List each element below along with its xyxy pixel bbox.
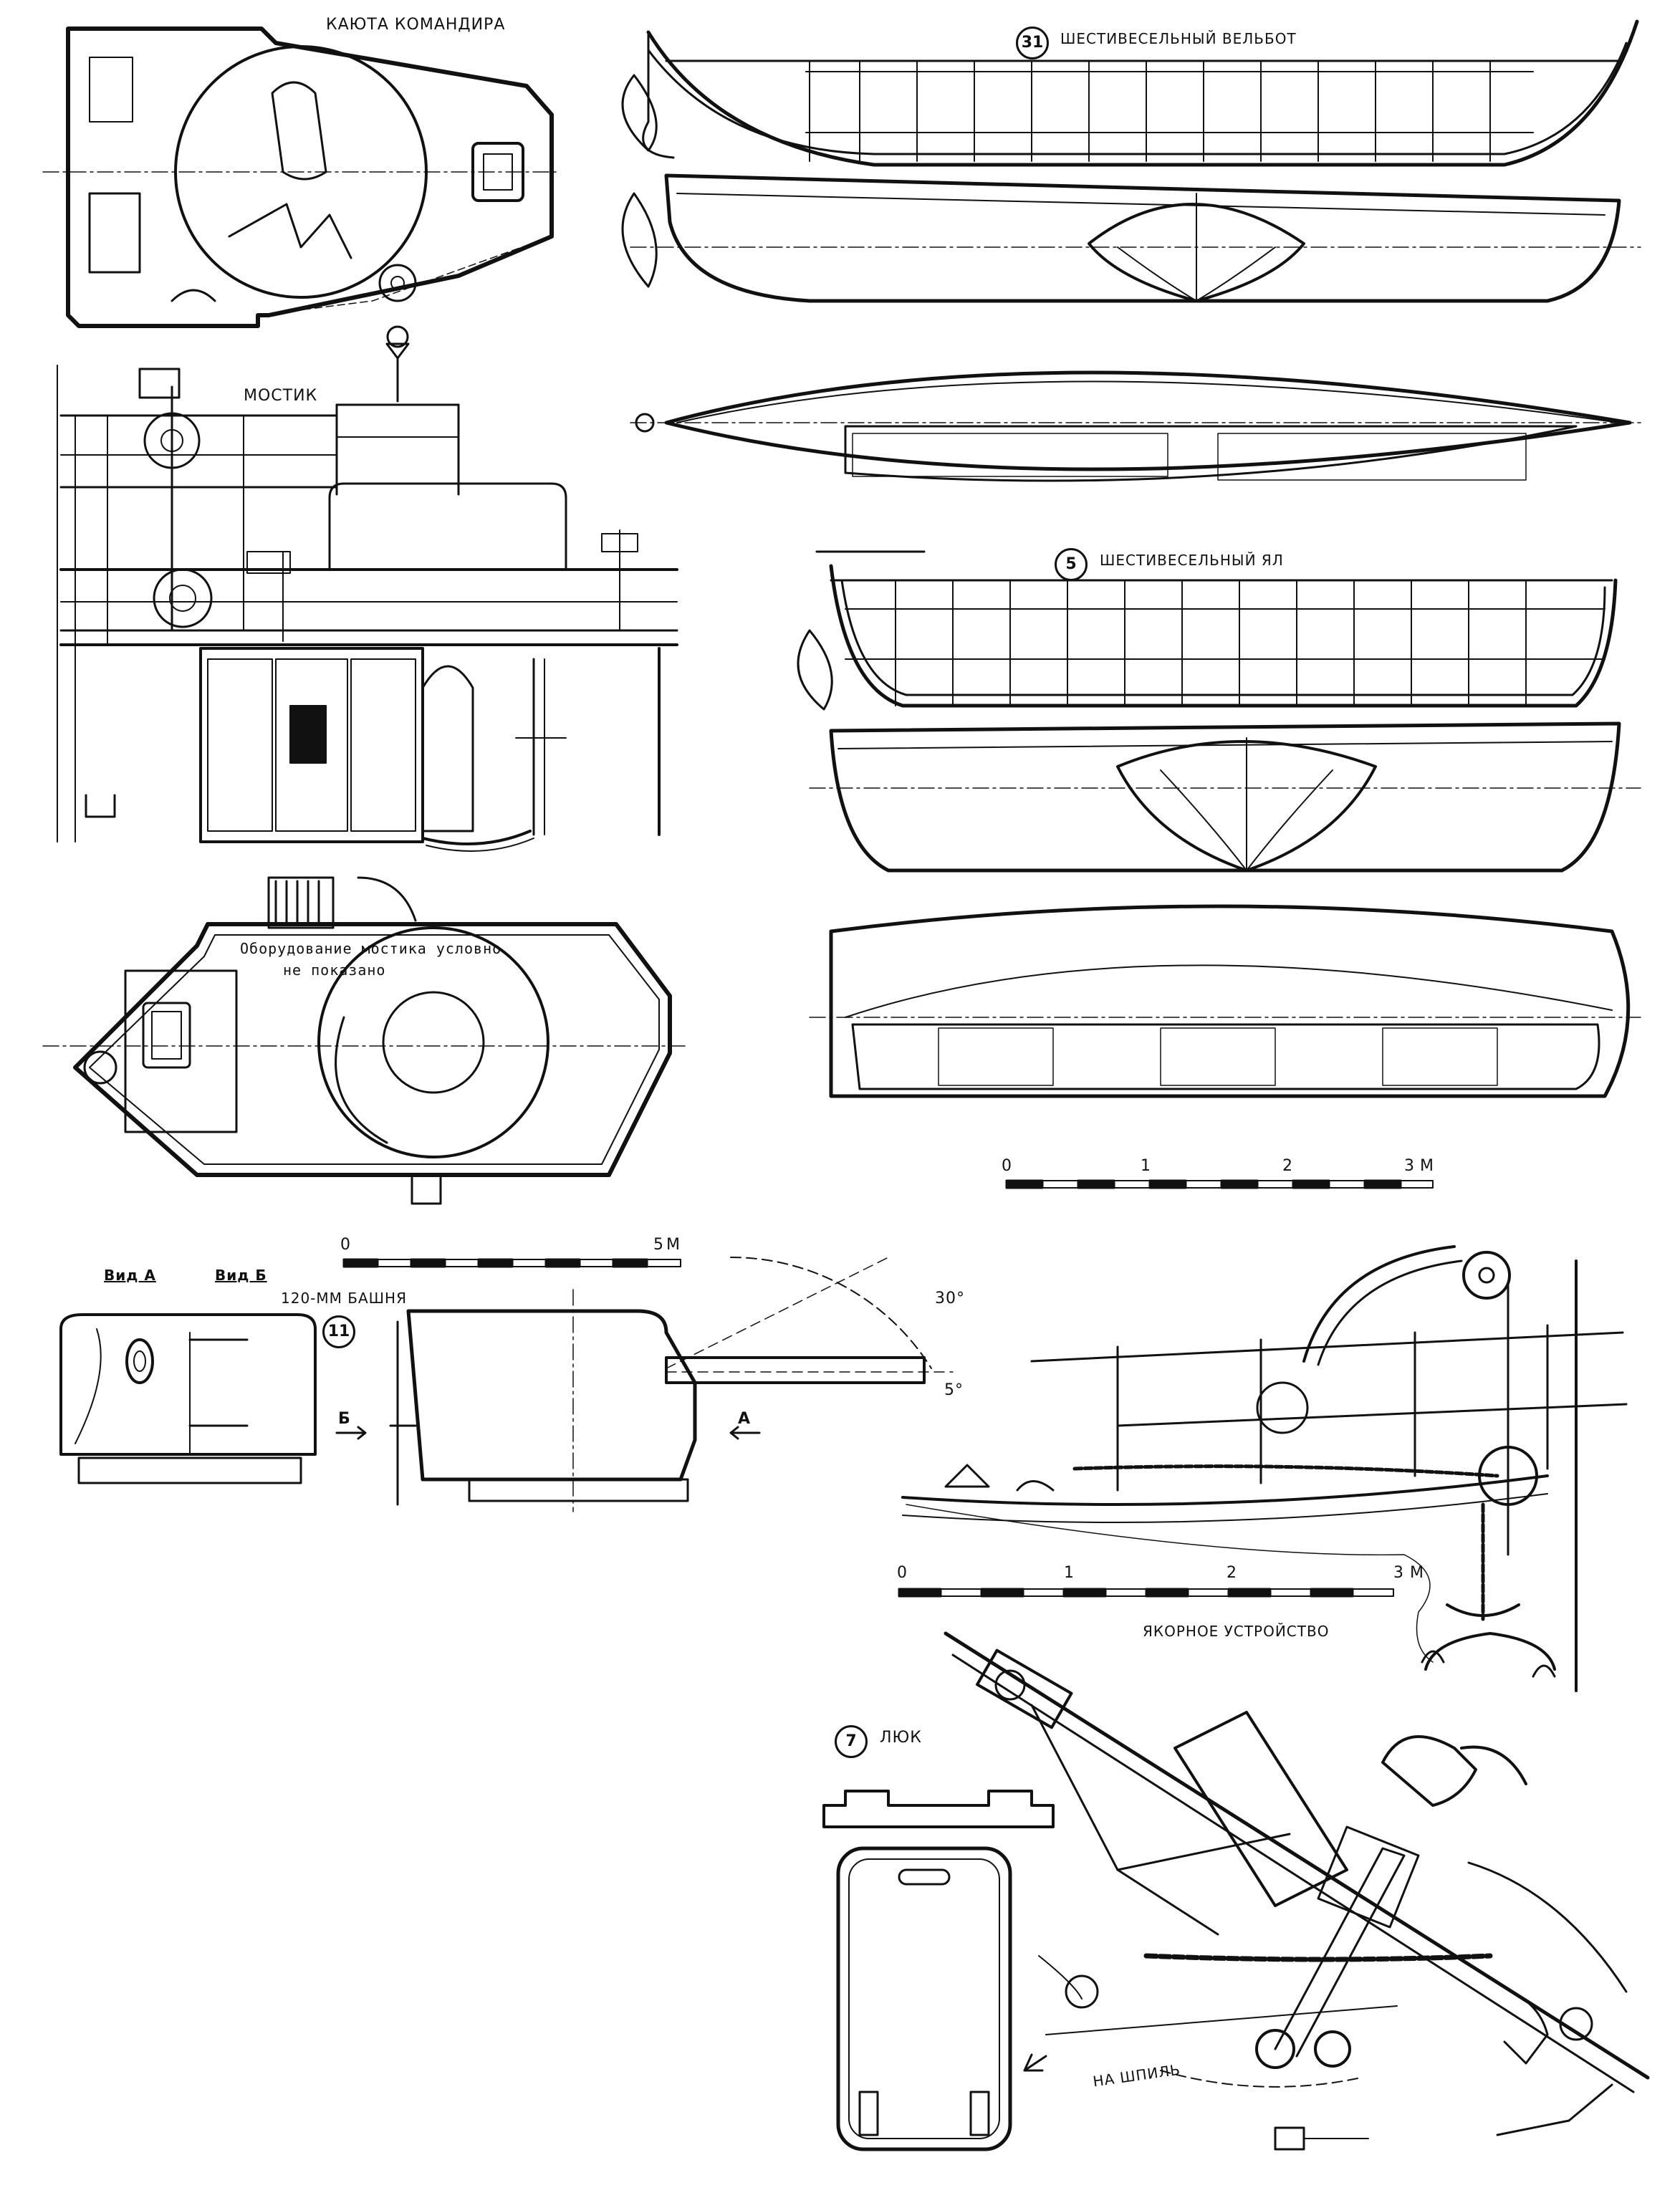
commander-cabin-title: КАЮТА КОМАНДИРА (326, 16, 506, 34)
whaleboat-number-badge: 31 (1016, 27, 1049, 59)
bridge-elevation (57, 325, 678, 852)
anchor-gear-perspective (944, 1631, 1650, 2151)
boats-scale-tick-0: 0 (1002, 1157, 1012, 1175)
elevation-angle-5: 5° (944, 1381, 964, 1399)
arrow-a-label: А (738, 1410, 752, 1428)
anchor-scale-tick-2: 2 (1227, 1564, 1237, 1582)
commander-cabin-plan (42, 27, 560, 328)
bridge-note-line1: Оборудование мостика условно (240, 940, 502, 957)
anchor-scale-tick-3: 3 (1393, 1564, 1403, 1582)
arrow-b-label: Б (338, 1410, 351, 1428)
turret-views (59, 1256, 954, 1512)
anchor-scale-tick-1: 1 (1064, 1564, 1074, 1582)
bridge-scale-unit: М (666, 1236, 680, 1254)
turret-title: 120-ММ БАШНЯ (281, 1290, 407, 1307)
hatch-title: ЛЮК (880, 1729, 922, 1747)
elevation-angle-30: 30° (935, 1290, 965, 1307)
bridge-scale-tick-0: 0 (340, 1236, 350, 1254)
anchor-scale-tick-0: 0 (897, 1564, 907, 1582)
yawl-number-badge: 5 (1055, 548, 1088, 581)
boats-scale-unit: М (1420, 1157, 1434, 1175)
bridge-plan (42, 876, 688, 1205)
anchor-gear-elevation (901, 1245, 1628, 1692)
bridge-note-line2: не показано (283, 961, 386, 979)
boats-scale-tick-1: 1 (1141, 1157, 1151, 1175)
boats-scale-bar (1005, 1179, 1434, 1189)
turret-number-badge: 11 (322, 1315, 355, 1348)
bridge-title: МОСТИК (244, 387, 318, 405)
hatch-drawings (822, 1790, 1055, 2151)
anchor-scale-unit: М (1410, 1564, 1424, 1582)
yawl-title: ШЕСТИВЕСЕЛЬНЫЙ ЯЛ (1100, 552, 1284, 569)
whaleboat-drawings (621, 19, 1641, 482)
yawl-drawings (797, 550, 1641, 1098)
boats-scale-tick-2: 2 (1282, 1157, 1292, 1175)
whaleboat-title: ШЕСТИВЕСЕЛЬНЫЙ ВЕЛЬБОТ (1060, 30, 1297, 47)
bridge-scale-bar (342, 1258, 681, 1268)
anchor-scale-bar (898, 1588, 1394, 1598)
boats-scale-tick-3: 3 (1404, 1157, 1414, 1175)
hatch-number-badge: 7 (835, 1725, 868, 1758)
anchor-gear-title: ЯКОРНОЕ УСТРОЙСТВО (1143, 1623, 1330, 1640)
bridge-scale-tick-5: 5 (653, 1236, 663, 1254)
view-b-label: Вид Б (215, 1267, 267, 1284)
view-a-label: Вид А (104, 1267, 156, 1284)
